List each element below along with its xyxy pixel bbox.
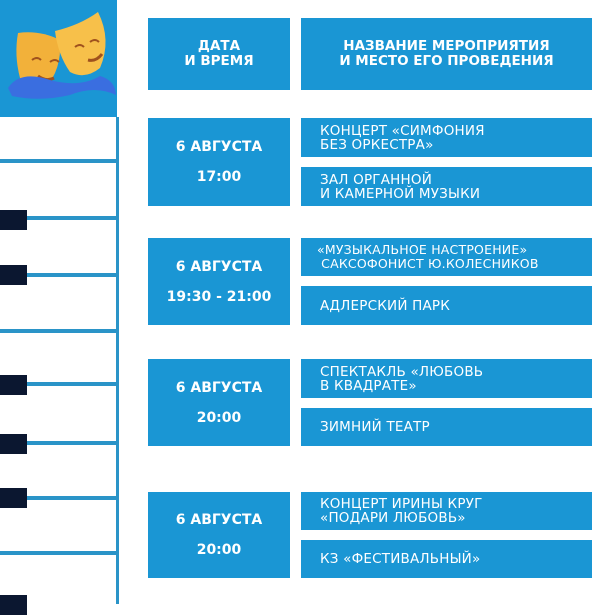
event-date: 6 АВГУСТА (175, 512, 263, 528)
event-title-line: «МУЗЫКАЛЬНОЕ НАСТРОЕНИЕ» (317, 242, 528, 257)
piano-black-key (0, 375, 27, 395)
event-date: 6 АВГУСТА (175, 379, 263, 396)
piano-black-key (0, 210, 27, 230)
event-place-line: АДЛЕРСКИЙ ПАРК (320, 297, 451, 314)
event-title-line: КОНЦЕРТ «СИМФОНИЯ (320, 122, 485, 139)
header-date-time: ДАТА И ВРЕМЯ (148, 18, 290, 90)
event-place-line: ЗАЛ ОРГАННОЙ (320, 171, 432, 188)
event-place-line: ЗИМНИЙ ТЕАТР (320, 419, 430, 435)
event-time: 20:00 (196, 542, 242, 558)
piano-key-divider (0, 216, 117, 220)
event-title: СПЕКТАКЛЬ «ЛЮБОВЬ В КВАДРАТЕ» (301, 359, 592, 398)
event-place: ЗИМНИЙ ТЕАТР (301, 408, 592, 446)
piano-edge-line (116, 117, 119, 604)
event-title: КОНЦЕРТ ИРИНЫ КРУГ «ПОДАРИ ЛЮБОВЬ» (301, 492, 592, 530)
event-place: КЗ «ФЕСТИВАЛЬНЫЙ» (301, 540, 592, 578)
piano-black-key (0, 595, 27, 615)
piano-key-divider (0, 273, 117, 277)
theater-masks-icon (8, 12, 116, 99)
event-title-line: СПЕКТАКЛЬ «ЛЮБОВЬ (320, 363, 484, 380)
piano-key-divider (0, 159, 117, 163)
header-event-place: НАЗВАНИЕ МЕРОПРИЯТИЯ И МЕСТО ЕГО ПРОВЕДЕ… (301, 18, 592, 90)
event-time: 19:30 - 21:00 (166, 288, 272, 305)
event-title-line: В КВАДРАТЕ» (320, 377, 417, 394)
event-title: «МУЗЫКАЛЬНОЕ НАСТРОЕНИЕ» САКСОФОНИСТ Ю.К… (301, 238, 592, 276)
event-place: ЗАЛ ОРГАННОЙ И КАМЕРНОЙ МУЗЫКИ (301, 167, 592, 206)
event-title-line: БЕЗ ОРКЕСТРА» (320, 136, 434, 153)
header-time-line: И ВРЕМЯ (184, 53, 254, 69)
event-date: 6 АВГУСТА (175, 139, 263, 155)
piano-key-divider (0, 382, 117, 386)
event-title-line: КОНЦЕРТ ИРИНЫ КРУГ (320, 496, 483, 512)
event-datetime: 6 АВГУСТА 17:00 (148, 118, 290, 206)
logo-panel (0, 0, 117, 117)
event-time: 17:00 (196, 169, 242, 185)
event-datetime: 6 АВГУСТА 19:30 - 21:00 (148, 238, 290, 325)
piano-black-key (0, 265, 27, 285)
header-date-line: ДАТА (197, 38, 241, 54)
event-title: КОНЦЕРТ «СИМФОНИЯ БЕЗ ОРКЕСТРА» (301, 118, 592, 157)
piano-key-divider (0, 551, 117, 555)
event-place-line: КЗ «ФЕСТИВАЛЬНЫЙ» (320, 551, 481, 567)
piano-key-divider (0, 329, 117, 333)
header-event-line: НАЗВАНИЕ МЕРОПРИЯТИЯ (343, 38, 550, 54)
piano-key-divider (0, 496, 117, 500)
event-place: АДЛЕРСКИЙ ПАРК (301, 286, 592, 325)
piano-key-divider (0, 441, 117, 445)
event-place-line: И КАМЕРНОЙ МУЗЫКИ (320, 185, 481, 202)
event-datetime: 6 АВГУСТА 20:00 (148, 492, 290, 578)
event-title-line: САКСОФОНИСТ Ю.КОЛЕСНИКОВ (317, 256, 539, 271)
piano-black-key (0, 434, 27, 454)
header-place-line: И МЕСТО ЕГО ПРОВЕДЕНИЯ (339, 53, 554, 69)
event-time: 20:00 (196, 409, 242, 426)
event-date: 6 АВГУСТА (175, 258, 263, 275)
piano-black-key (0, 488, 27, 508)
event-datetime: 6 АВГУСТА 20:00 (148, 359, 290, 446)
event-title-line: «ПОДАРИ ЛЮБОВЬ» (320, 510, 466, 526)
